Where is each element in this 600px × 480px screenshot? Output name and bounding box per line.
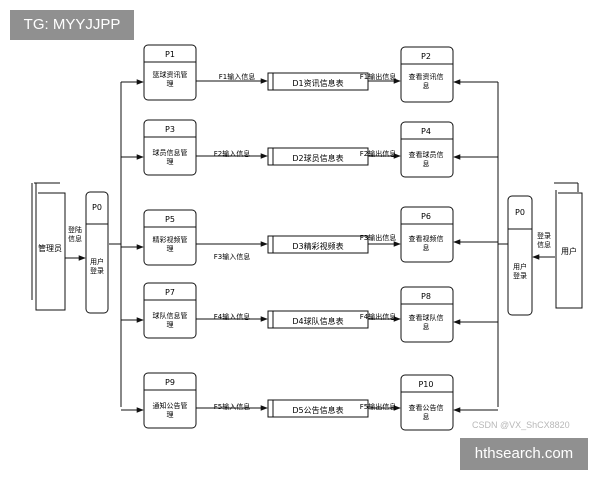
p5-id: P5 — [165, 215, 175, 224]
flow-login-right-label: 登录信息 — [537, 231, 551, 249]
entity-admin: 管理员 — [31, 182, 66, 311]
f3-in-label: F3输入信息 — [214, 252, 250, 261]
user-label: 用户 — [561, 246, 577, 256]
process-p5 — [143, 209, 197, 266]
p6-id: P6 — [421, 212, 431, 221]
entity-user: 用户 — [554, 182, 583, 309]
p7-name: 球队信息管理 — [153, 311, 188, 329]
p10-id: P10 — [418, 380, 433, 389]
p8-id: P8 — [421, 292, 431, 301]
p8-name: 查看球队信息 — [409, 313, 444, 331]
p1-id: P1 — [165, 50, 175, 59]
p3-name: 球员信息管理 — [153, 148, 188, 166]
flow-login-left-label: 登陆信息 — [68, 225, 82, 243]
process-p8 — [400, 286, 454, 343]
p6-name: 查看视频信息 — [409, 234, 444, 252]
process-p6 — [400, 206, 454, 263]
p4-name: 查看球员信息 — [409, 150, 444, 168]
p0-right-id: P0 — [515, 208, 525, 217]
p10-name: 查看公告信息 — [409, 403, 444, 421]
process-p1 — [143, 44, 197, 101]
watermark-top-left: TG: MYYJJPP — [10, 10, 134, 40]
process-p0-right: P0 用户登录 — [507, 195, 533, 316]
p7-id: P7 — [165, 288, 175, 297]
p2-name: 查看资讯信息 — [409, 72, 444, 90]
d5-label: D5公告信息表 — [292, 405, 343, 415]
f1-out-label: F1输出信息 — [360, 72, 396, 81]
f2-in-label: F2输入信息 — [214, 149, 250, 158]
p9-id: P9 — [165, 378, 175, 387]
f1-in-label: F1输入信息 — [219, 72, 255, 81]
d1-label: D1资讯信息表 — [292, 78, 343, 88]
p3-id: P3 — [165, 125, 175, 134]
watermark-csdn: CSDN @VX_ShCX8820 — [472, 420, 570, 430]
process-p2 — [400, 46, 454, 103]
p5-name: 精彩视频管理 — [153, 235, 188, 253]
watermark-bottom-right: hthsearch.com — [460, 438, 588, 470]
f3-out-label: F3输出信息 — [360, 233, 396, 242]
f5-in-label: F5输入信息 — [214, 402, 250, 411]
process-p3 — [143, 119, 197, 176]
p1-name: 篮球资讯管理 — [153, 70, 188, 88]
f5-out-label: F5输出信息 — [360, 402, 396, 411]
admin-label: 管理员 — [38, 243, 62, 253]
d3-label: D3精彩视频表 — [292, 241, 343, 251]
d2-label: D2球员信息表 — [292, 153, 343, 163]
p2-id: P2 — [421, 52, 431, 61]
f2-out-label: F2输出信息 — [360, 149, 396, 158]
p9-name: 通知公告管理 — [153, 401, 188, 419]
d4-label: D4球队信息表 — [292, 316, 343, 326]
process-p10 — [400, 374, 454, 431]
f4-in-label: F4输入信息 — [214, 312, 250, 321]
p4-id: P4 — [421, 127, 431, 136]
p0-right-name: 用户登录 — [513, 262, 527, 280]
p0-left-name: 用户登录 — [90, 257, 104, 275]
f4-out-label: F4输出信息 — [360, 312, 396, 321]
process-p9 — [143, 372, 197, 429]
p0-left-id: P0 — [92, 203, 102, 212]
process-p4 — [400, 121, 454, 178]
process-p7 — [143, 282, 197, 339]
process-p0-left: P0 用户登录 — [85, 191, 109, 314]
